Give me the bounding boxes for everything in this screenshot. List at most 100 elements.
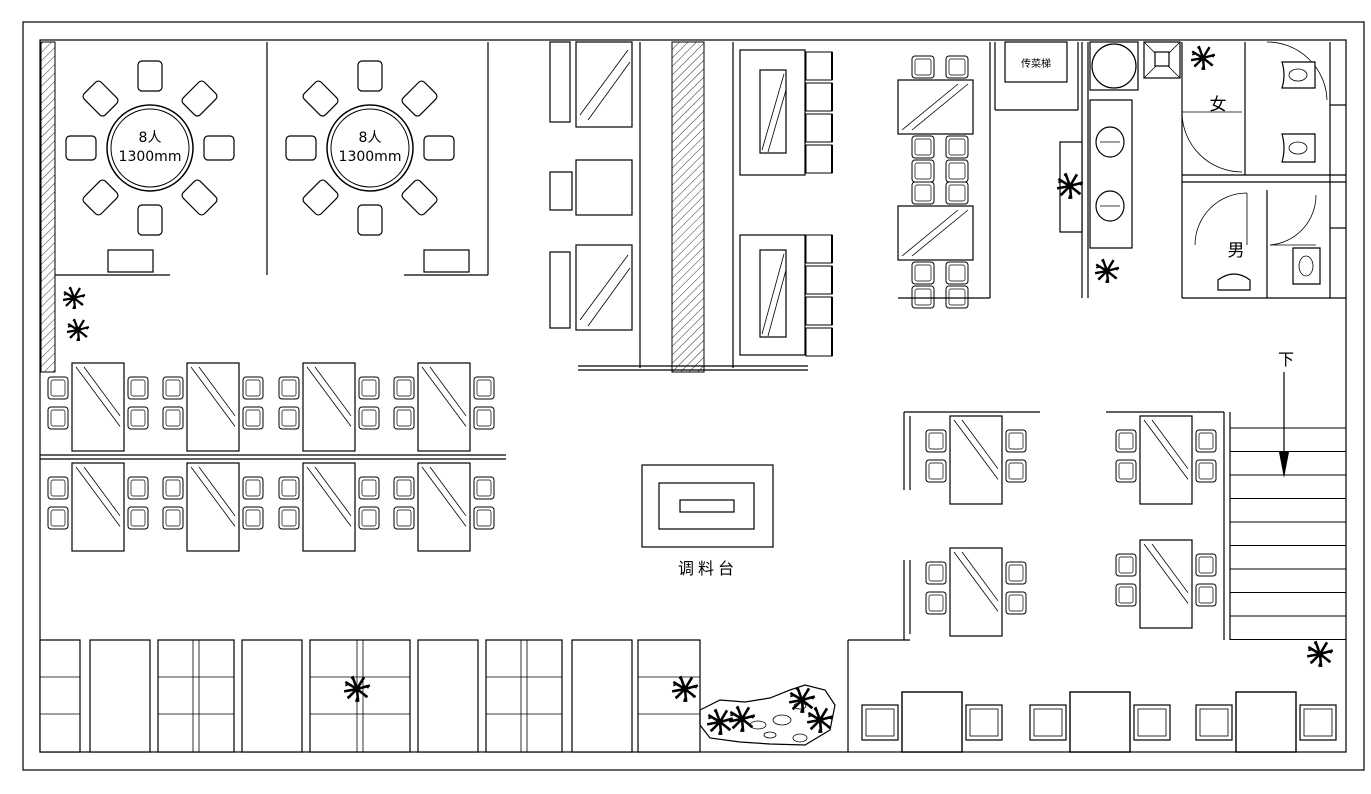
chair — [945, 55, 969, 79]
toilet-icon — [1292, 247, 1321, 285]
round-table-inner — [110, 108, 190, 188]
booth — [39, 639, 81, 753]
round-table-capacity: 8人 — [139, 130, 162, 146]
four-seat-table — [162, 462, 264, 552]
four-seat-table — [47, 362, 149, 452]
booth — [637, 639, 701, 753]
chair — [1195, 583, 1217, 607]
chair — [1005, 591, 1027, 615]
stairs-down-label: 下 — [1278, 350, 1294, 369]
chair — [805, 113, 833, 143]
restrooms: 女 男 — [1181, 41, 1346, 299]
chair — [805, 234, 833, 264]
chair — [393, 376, 415, 400]
four-seat-table — [162, 362, 264, 452]
drawing-border — [22, 21, 1365, 771]
chair — [805, 296, 833, 326]
chair — [911, 159, 935, 183]
booth-seating — [732, 42, 833, 368]
chair — [473, 376, 495, 400]
round-table-outer — [326, 104, 414, 192]
square-table-with-sofas — [1195, 691, 1337, 753]
four-seat-table — [1115, 415, 1217, 505]
upper-right-tables: 传菜梯 — [897, 41, 1079, 309]
chair — [911, 181, 935, 205]
chair — [1195, 553, 1217, 577]
chair — [473, 406, 495, 430]
chair — [1115, 553, 1137, 577]
chair — [925, 591, 947, 615]
plant-icon — [705, 707, 735, 737]
dining-table-grid — [47, 362, 495, 552]
round-table-capacity: 8人 — [359, 130, 382, 146]
chair — [805, 327, 833, 357]
washroom-area — [1055, 41, 1217, 298]
chair — [393, 506, 415, 530]
men-restroom-label: 男 — [1228, 241, 1245, 261]
plant-icon — [805, 705, 835, 735]
chair — [242, 506, 264, 530]
toilet-icon — [1281, 61, 1316, 89]
rockery-garden — [699, 684, 836, 746]
chair — [47, 406, 69, 430]
chair — [945, 181, 969, 205]
small-room-label: 传菜梯 — [1021, 57, 1051, 70]
booth — [571, 639, 633, 753]
chair — [1005, 459, 1027, 483]
chair — [47, 506, 69, 530]
chair — [1195, 429, 1217, 453]
chair — [1115, 459, 1137, 483]
round-table-inner — [330, 108, 410, 188]
chair — [473, 506, 495, 530]
booth — [157, 639, 235, 753]
chair — [278, 506, 300, 530]
round-table-chairs — [285, 60, 455, 236]
chair — [393, 406, 415, 430]
chair — [127, 506, 149, 530]
chair — [1005, 429, 1027, 453]
chair — [805, 144, 833, 174]
chair — [278, 406, 300, 430]
booth — [89, 639, 151, 753]
chair — [945, 159, 969, 183]
central-column-hatch — [671, 41, 705, 373]
square-table-with-sofas — [1029, 691, 1171, 753]
chair — [127, 406, 149, 430]
bottom-booths — [39, 639, 701, 753]
stair-arrow-head — [1279, 452, 1289, 478]
chair — [925, 561, 947, 585]
chair — [945, 135, 969, 159]
plant-icon — [65, 317, 91, 343]
four-seat-table — [897, 181, 974, 309]
chair — [1005, 561, 1027, 585]
chair — [358, 476, 380, 500]
chair — [278, 476, 300, 500]
round-table-chairs — [65, 60, 235, 236]
booth — [485, 639, 563, 753]
four-seat-table — [47, 462, 149, 552]
chair — [47, 476, 69, 500]
round-table-1: 8人 1300mm — [65, 60, 235, 236]
chair — [278, 376, 300, 400]
chair — [911, 55, 935, 79]
chair — [358, 376, 380, 400]
booth — [309, 639, 411, 753]
round-table-diameter: 1300mm — [119, 149, 182, 165]
chair — [925, 459, 947, 483]
chair — [162, 506, 184, 530]
round-table-2: 8人 1300mm — [285, 60, 455, 236]
chair — [945, 261, 969, 285]
plant-icon — [1093, 257, 1121, 285]
right-middle-tables — [847, 411, 1224, 752]
chair — [242, 476, 264, 500]
chair — [393, 476, 415, 500]
round-table-diameter: 1300mm — [339, 149, 402, 165]
plant-icon — [727, 704, 757, 734]
women-restroom-label: 女 — [1210, 95, 1227, 115]
chair — [925, 429, 947, 453]
booth — [417, 639, 479, 753]
chair — [473, 476, 495, 500]
private-room-partitions — [55, 42, 489, 276]
plant-icon — [787, 685, 817, 715]
